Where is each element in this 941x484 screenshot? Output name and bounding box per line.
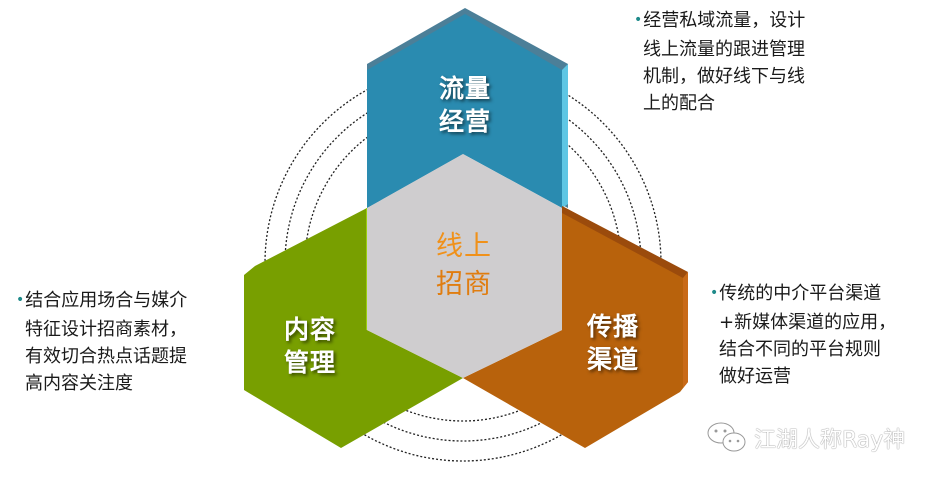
- watermark-text: 江湖人称Ray神: [754, 428, 906, 453]
- hex-center: [367, 154, 562, 378]
- note-traffic: •经营私域流量，设计 线上流量的跟进管理 机制，做好线下与线 上的配合: [634, 10, 806, 114]
- note-content: •结合应用场合与媒介 特征设计招商素材， 有效切合热点话题提 高内容关注度: [16, 290, 188, 394]
- hex-traffic: [367, 8, 568, 208]
- label-center: 线上 招商: [436, 231, 492, 300]
- watermark: 江湖人称Ray神: [706, 420, 905, 456]
- label-content: 内容 管理: [283, 315, 336, 377]
- bullet-icon: •: [710, 285, 719, 301]
- wechat-icon: [707, 422, 746, 452]
- hex-channel: [463, 206, 688, 448]
- note-channel: •传统的中介平台渠道 +新媒体渠道的应用， 结合不同的平台规则 做好运营: [710, 283, 897, 387]
- label-channel: 传播 渠道: [586, 312, 639, 374]
- bullet-icon: •: [634, 12, 643, 28]
- label-traffic: 流量 经营: [438, 74, 491, 136]
- bullet-icon: •: [16, 292, 25, 308]
